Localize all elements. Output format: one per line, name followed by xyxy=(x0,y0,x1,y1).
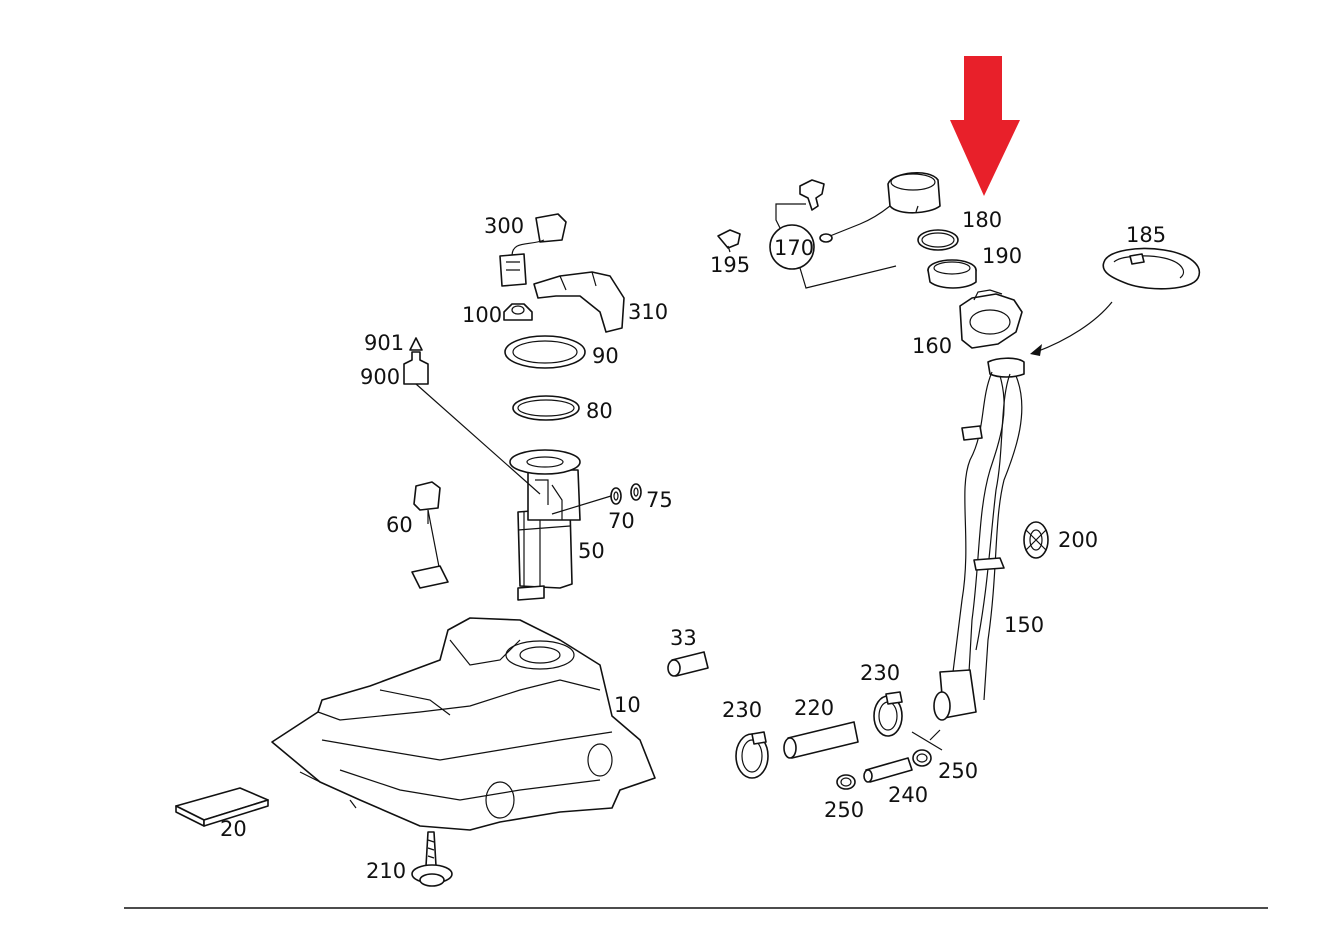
wiring-connector xyxy=(499,213,567,287)
label-901: 901 xyxy=(364,331,404,355)
nut xyxy=(503,303,533,321)
clip-195 xyxy=(717,229,741,253)
hose-220 xyxy=(783,721,859,759)
label-230-right: 230 xyxy=(860,661,900,685)
o-ring-70 xyxy=(610,487,622,505)
connector-900 xyxy=(403,351,429,385)
hose-clamp-230-right xyxy=(873,691,903,737)
label-90: 90 xyxy=(592,344,619,368)
label-170: 170 xyxy=(774,236,814,260)
label-150: 150 xyxy=(1004,613,1044,637)
label-310: 310 xyxy=(628,300,668,324)
cap-901 xyxy=(409,337,423,351)
hose-clamp-230-left xyxy=(735,731,769,779)
label-240: 240 xyxy=(888,783,928,807)
label-10: 10 xyxy=(614,693,641,717)
label-185: 185 xyxy=(1126,223,1166,247)
fuel-tank xyxy=(271,617,656,831)
label-220: 220 xyxy=(794,696,834,720)
fuel-level-sender xyxy=(411,481,449,589)
label-60: 60 xyxy=(386,513,413,537)
label-80: 80 xyxy=(586,399,613,423)
retaining-clip xyxy=(799,179,825,211)
assembly-arrow-185 xyxy=(1035,301,1113,353)
o-ring-75 xyxy=(630,483,642,501)
label-100: 100 xyxy=(462,303,502,327)
label-250-left: 250 xyxy=(824,798,864,822)
fuel-pump-module xyxy=(509,449,581,601)
hose-clamp-250-right xyxy=(912,749,932,767)
label-190: 190 xyxy=(982,244,1022,268)
filler-neck-housing xyxy=(959,289,1023,349)
filler-pipe xyxy=(933,357,1025,721)
sleeve xyxy=(667,651,709,677)
label-160: 160 xyxy=(912,334,952,358)
foam-pad xyxy=(175,787,269,827)
label-250-right: 250 xyxy=(938,759,978,783)
highlight-arrow xyxy=(950,56,1020,196)
label-70: 70 xyxy=(608,509,635,533)
filler-cover-ring xyxy=(1102,247,1201,290)
hose-clamp-250-left xyxy=(836,774,856,790)
label-20: 20 xyxy=(220,817,247,841)
fuel-cap xyxy=(819,171,941,243)
label-180: 180 xyxy=(962,208,1002,232)
label-230-left: 230 xyxy=(722,698,762,722)
screw xyxy=(411,831,453,887)
leader-line-900 xyxy=(415,383,541,495)
grommet xyxy=(1023,521,1049,559)
label-33: 33 xyxy=(670,626,697,650)
label-210: 210 xyxy=(366,859,406,883)
hose-240 xyxy=(863,757,913,783)
label-900: 900 xyxy=(360,365,400,389)
filler-seal xyxy=(927,259,977,289)
label-200: 200 xyxy=(1058,528,1098,552)
label-50: 50 xyxy=(578,539,605,563)
label-300: 300 xyxy=(484,214,524,238)
label-195: 195 xyxy=(710,253,750,277)
callout-circle-170 xyxy=(769,224,815,270)
label-75: 75 xyxy=(646,488,673,512)
bracket xyxy=(533,271,625,333)
